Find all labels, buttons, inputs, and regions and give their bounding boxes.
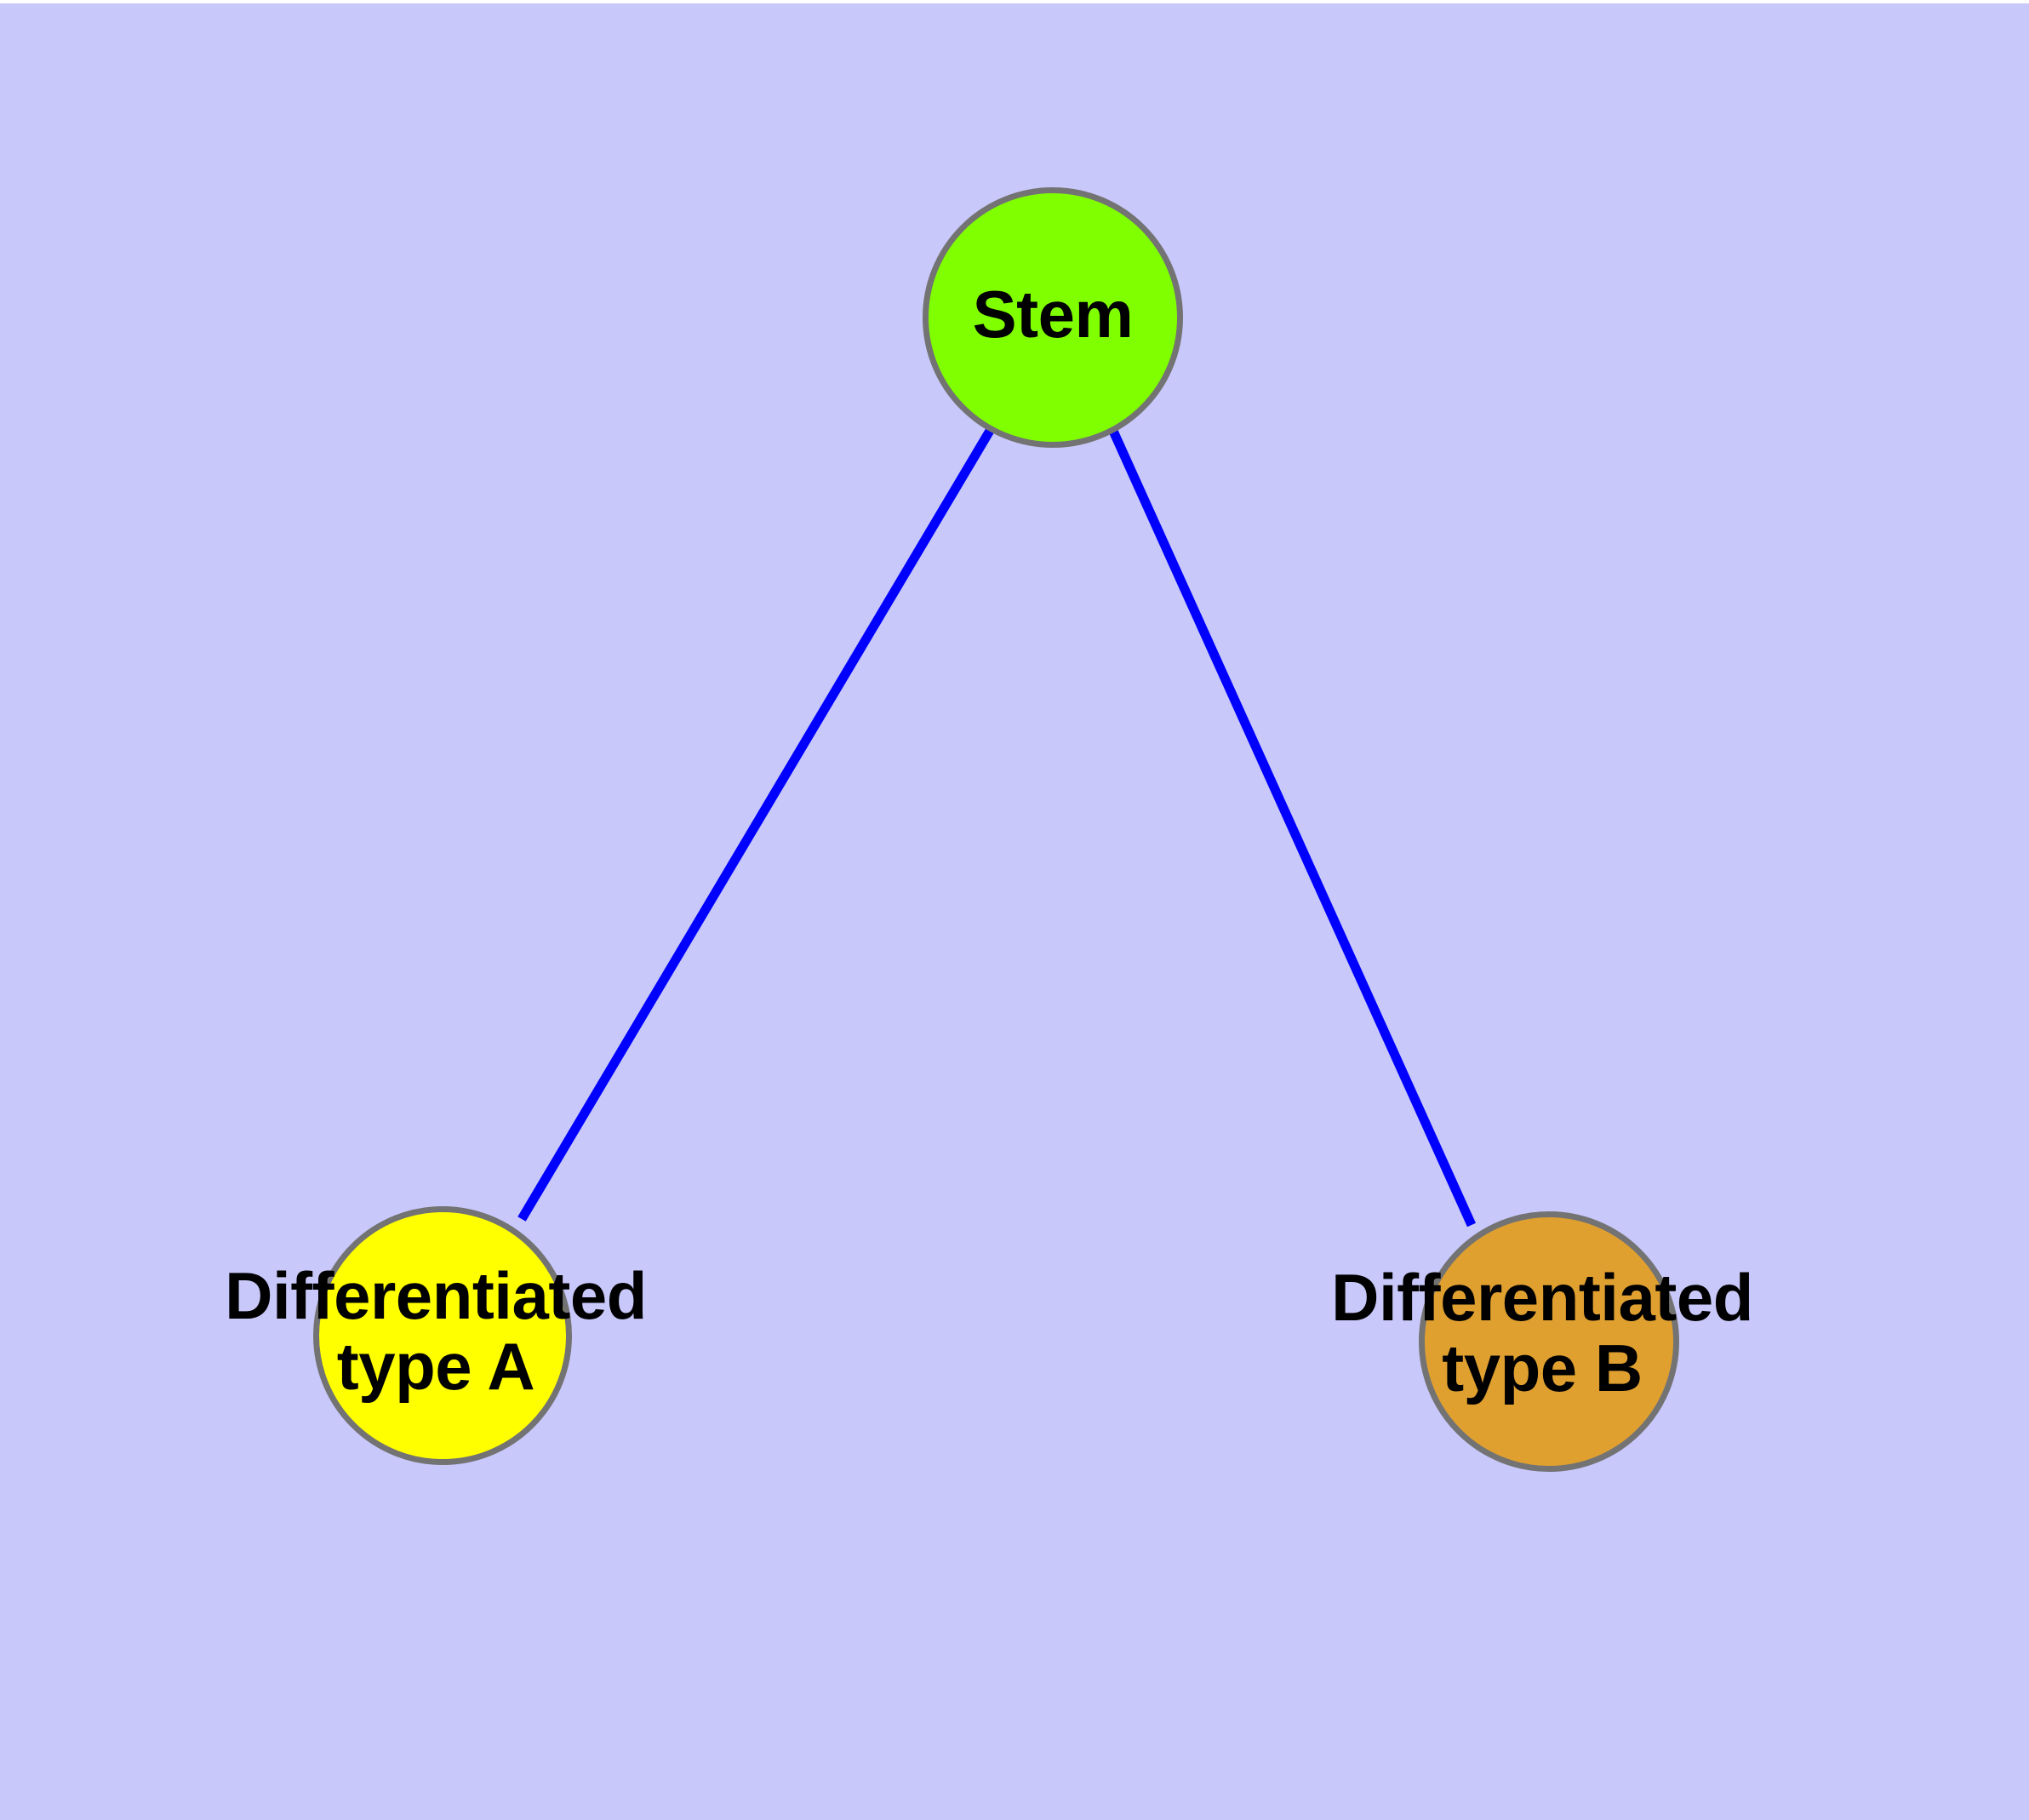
edges-group bbox=[517, 426, 1477, 1228]
graph-node-differentiated-type-b[interactable] bbox=[1419, 1211, 1679, 1472]
graph-node-differentiated-type-a[interactable] bbox=[313, 1206, 572, 1465]
graph-edge-stem-to-diff-a[interactable] bbox=[517, 428, 994, 1222]
graph-edge-stem-to-diff-b[interactable] bbox=[1107, 426, 1477, 1228]
graph-background: Stem Differentiated type A Differentiate… bbox=[0, 3, 2029, 1820]
graph-node-stem[interactable] bbox=[923, 187, 1183, 448]
